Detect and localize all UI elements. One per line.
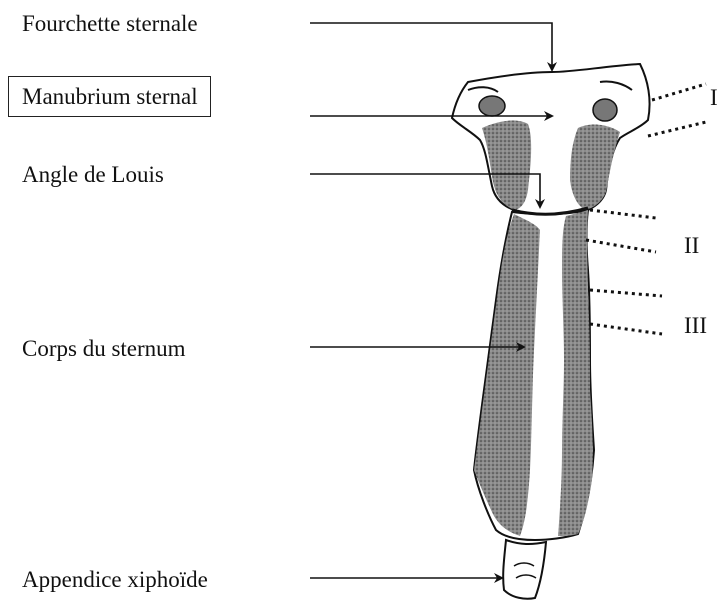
- rib-label-II: II: [684, 234, 699, 257]
- xiphoid-outline: [503, 540, 546, 599]
- rib-label-I: I: [710, 86, 718, 109]
- rib-line-III-upper: [590, 290, 662, 296]
- rib-line-I-lower: [648, 122, 706, 136]
- arrow-fourchette: [310, 23, 552, 70]
- rib-label-III: III: [684, 314, 707, 337]
- label-angle-de-louis: Angle de Louis: [22, 163, 164, 186]
- rib-line-II-upper: [590, 210, 656, 218]
- manubrium-shading-right: [570, 125, 620, 210]
- label-appendice-xiphoide: Appendice xiphoïde: [22, 568, 208, 591]
- rib-line-I-upper: [652, 84, 706, 100]
- label-fourchette-sternale: Fourchette sternale: [22, 12, 198, 35]
- manubrium-foramen-right: [593, 99, 617, 121]
- manubrium-foramen-left: [479, 96, 505, 116]
- label-manubrium-sternal: Manubrium sternal: [8, 76, 211, 117]
- label-corps-du-sternum: Corps du sternum: [22, 337, 186, 360]
- rib-line-II-lower: [586, 240, 656, 252]
- rib-line-III-lower: [590, 324, 662, 334]
